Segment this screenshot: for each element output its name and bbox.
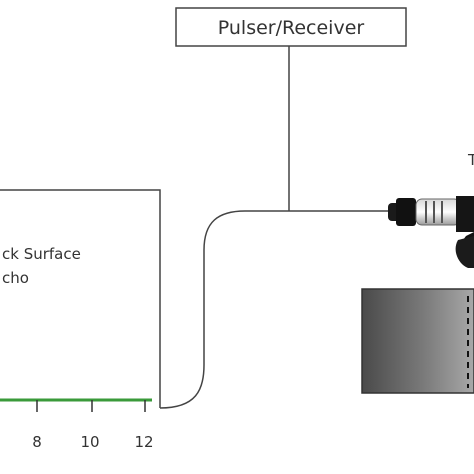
test-block xyxy=(361,288,474,394)
pulser-receiver-box: Pulser/Receiver xyxy=(175,7,407,47)
axis-tick-label-10: 10 xyxy=(80,433,99,451)
transducer-label-fragment: T xyxy=(467,151,474,169)
screen-text-line-2: cho xyxy=(2,269,29,287)
pulser-receiver-label: Pulser/Receiver xyxy=(218,17,365,39)
axis-tick-label-8: 8 xyxy=(32,433,42,451)
axis-tick-label-12: 12 xyxy=(134,433,153,451)
screen-text-line-1: ck Surface xyxy=(2,245,81,263)
signal-cable xyxy=(159,210,390,409)
oscilloscope-screen: ck Surface cho 8 10 12 xyxy=(0,189,161,451)
transducer-icon: T xyxy=(388,151,474,268)
